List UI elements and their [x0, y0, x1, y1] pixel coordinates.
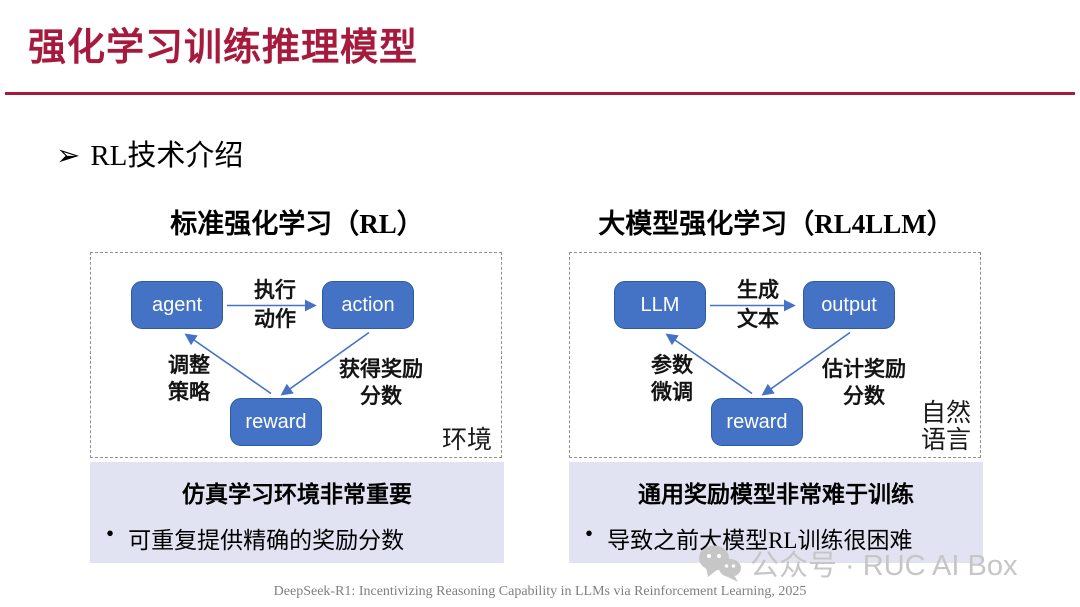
node-reward: reward	[230, 398, 322, 446]
edge-reward-agent	[184, 333, 272, 395]
diagram-heading-rl: 标准强化学习（RL）	[170, 209, 424, 239]
wechat-icon	[699, 545, 741, 582]
environment-label: 环境	[441, 426, 492, 454]
section-heading: ➢ RL技术介绍	[56, 132, 243, 174]
diagram-panel-rl4llm: LLM output reward 生成 文本 参数 微调 估计奖励 分数 自然…	[569, 252, 981, 458]
watermark-text: 公众号 · RUC AI Box	[750, 550, 1018, 582]
summary-bullet: • 导致之前大模型RL训练很困难	[569, 521, 983, 555]
summary-box-rl: 仿真学习环境非常重要 • 可重复提供精确的奖励分数	[90, 462, 504, 563]
natural-language-label: 自然 语言	[920, 399, 971, 454]
edge-label-generate-text: 生成 文本	[737, 278, 779, 331]
edge-label-param-finetune: 参数 微调	[651, 353, 693, 404]
node-output: output	[803, 281, 895, 329]
edge-reward-llm	[665, 333, 753, 395]
node-action: action	[322, 281, 414, 329]
node-agent: agent	[131, 281, 223, 329]
page-title: 强化学习训练推理模型	[28, 27, 419, 69]
edge-label-adjust-policy: 调整 策略	[168, 353, 210, 404]
summary-box-rl4llm: 通用奖励模型非常难于训练 • 导致之前大模型RL训练很困难	[569, 462, 983, 563]
section-heading-label: RL技术介绍	[90, 140, 244, 172]
diagram-panel-rl: agent action reward 执行 动作 调整 策略 获得奖励 分数 …	[90, 252, 502, 458]
edge-arrows	[665, 299, 851, 396]
title-divider	[5, 92, 1075, 95]
arrow-bullet-icon: ➢	[56, 140, 81, 172]
diagram-heading-rl4llm: 大模型强化学习（RL4LLM）	[598, 209, 954, 239]
summary-bullet-text: 可重复提供精确的奖励分数	[128, 528, 405, 553]
node-llm: LLM	[614, 281, 706, 329]
watermark: 公众号 · RUC AI Box	[698, 542, 1018, 584]
node-reward: reward	[711, 398, 803, 446]
summary-title: 通用奖励模型非常难于训练	[638, 482, 914, 507]
edge-output-reward	[761, 331, 851, 396]
summary-bullet: • 可重复提供精确的奖励分数	[90, 521, 504, 555]
edge-label-estimate-reward: 估计奖励 分数	[822, 357, 906, 408]
summary-title: 仿真学习环境非常重要	[182, 482, 412, 507]
edge-label-execute-action: 执行 动作	[254, 278, 296, 331]
citation-footer: DeepSeek-R1: Incentivizing Reasoning Cap…	[273, 584, 807, 599]
bullet-dot: •	[585, 521, 594, 546]
bullet-dot: •	[106, 521, 115, 546]
edge-arrows	[184, 299, 370, 396]
summary-bullet-text: 导致之前大模型RL训练很困难	[607, 528, 913, 553]
edge-label-get-reward: 获得奖励 分数	[339, 357, 423, 408]
edge-action-reward	[280, 331, 370, 396]
